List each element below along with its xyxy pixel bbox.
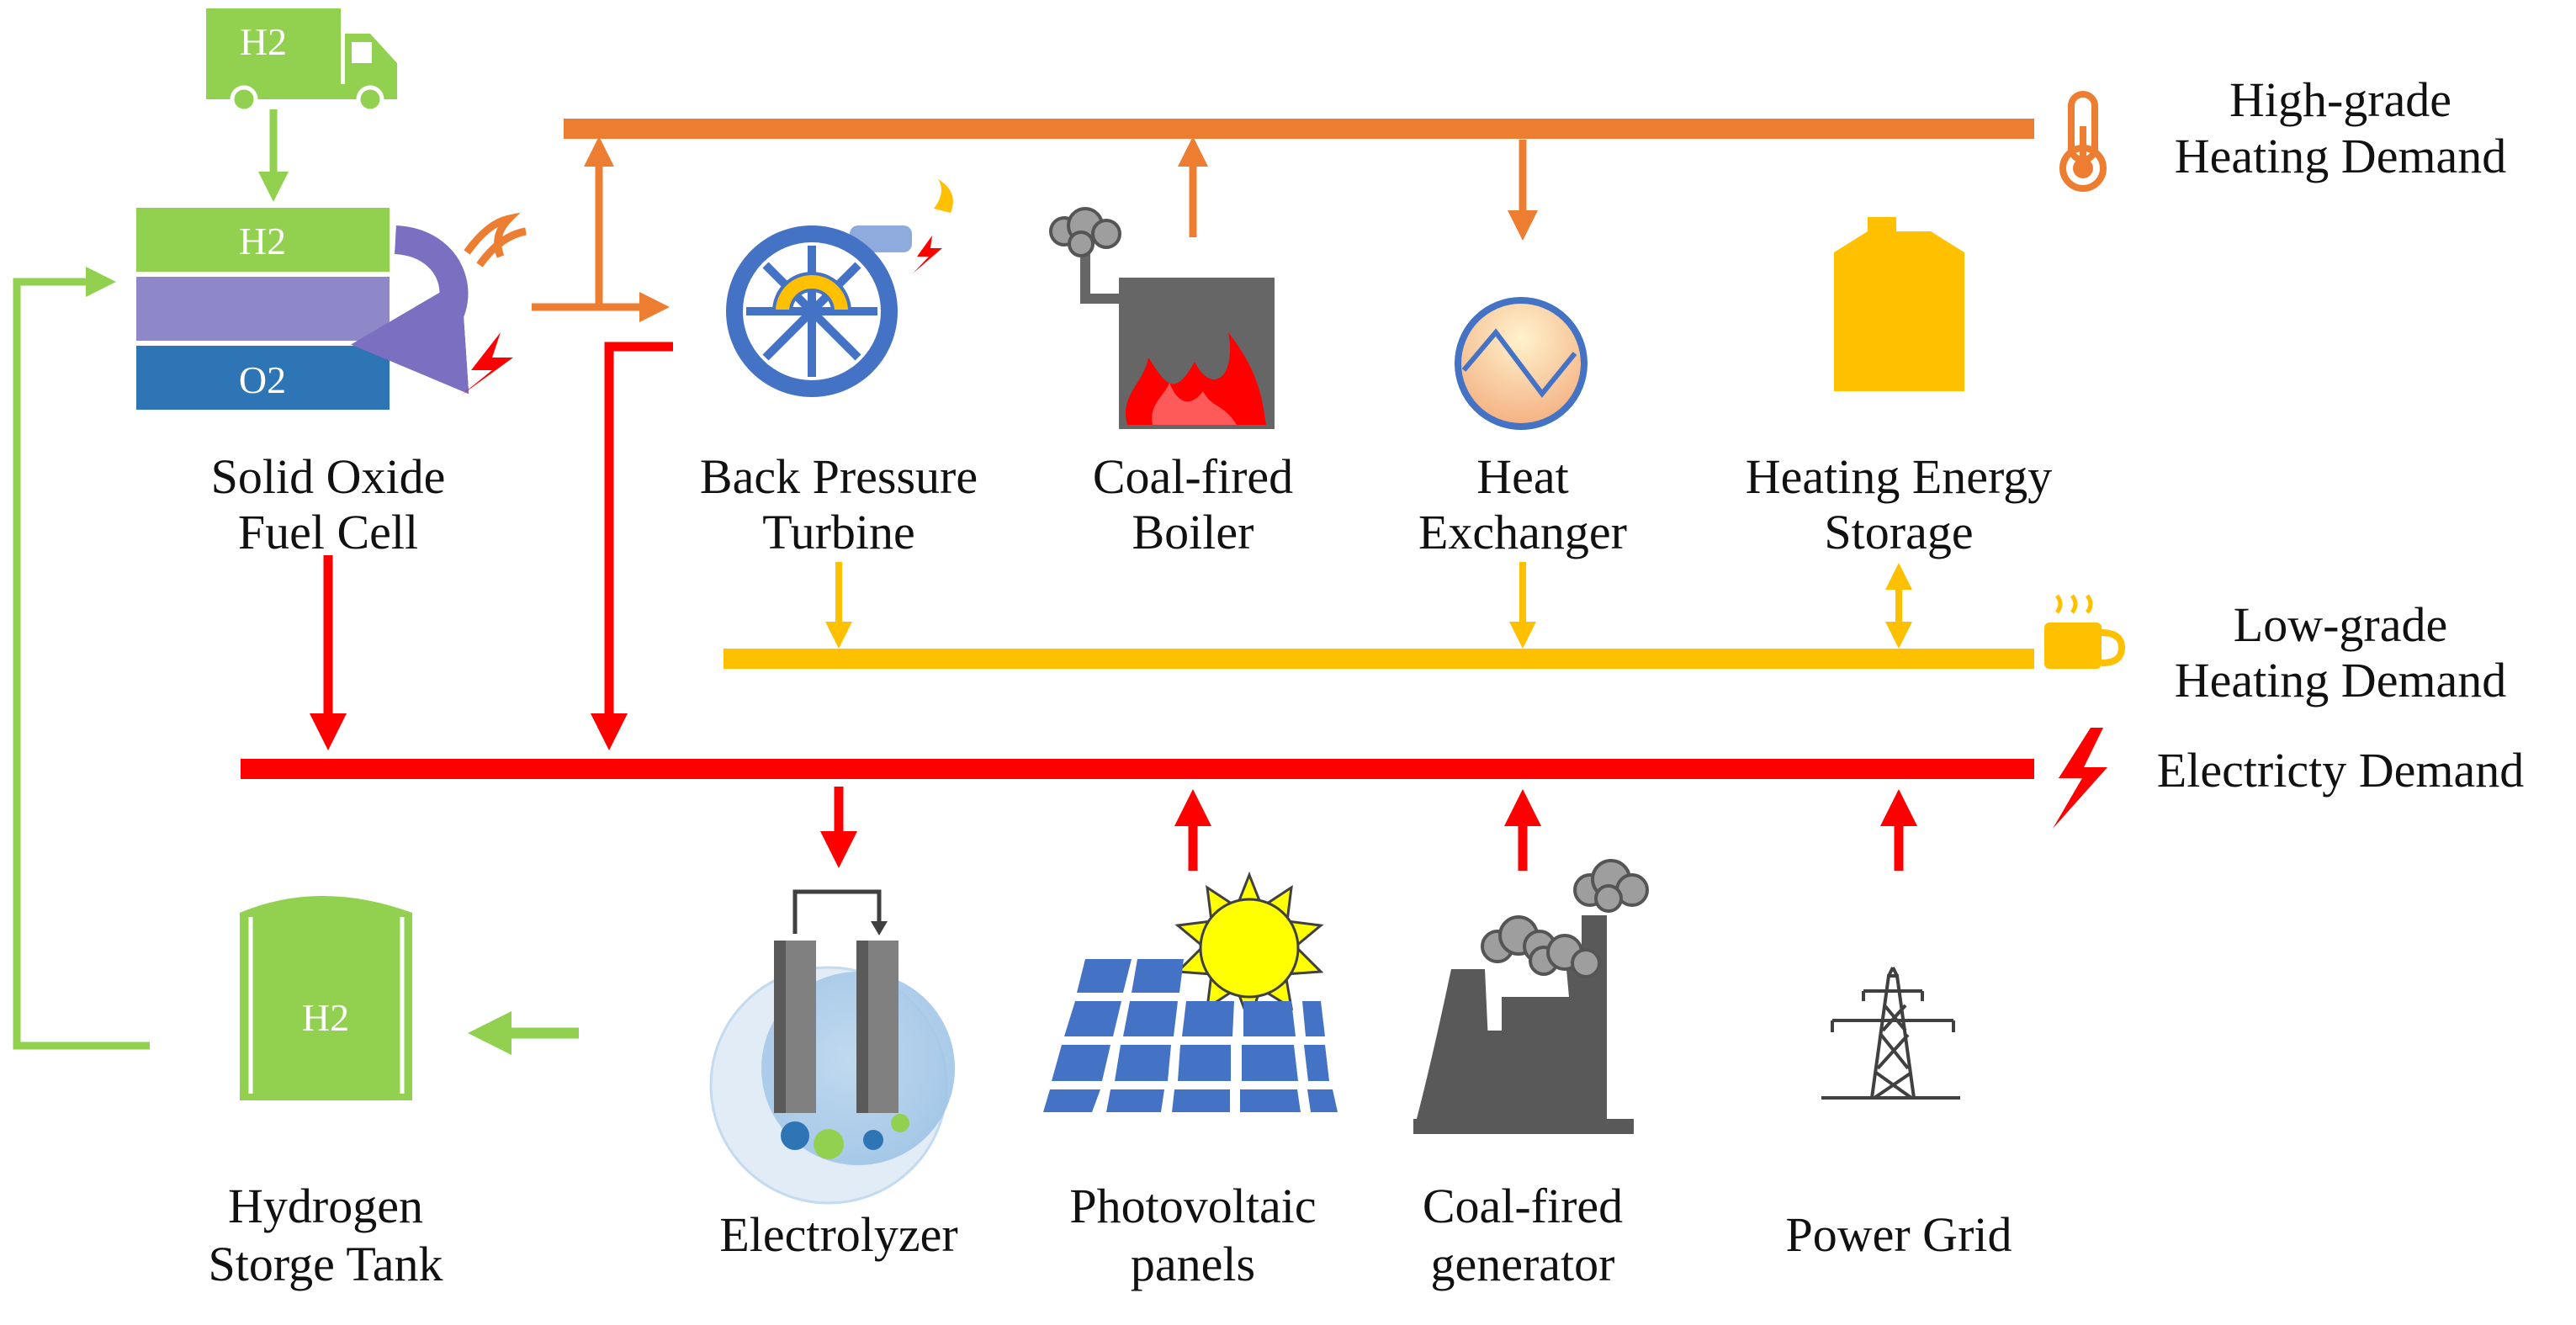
turbine-to-electricity-arrow [591, 342, 673, 750]
steaming-cup-icon [2044, 594, 2126, 669]
heat-exchanger-icon [1455, 297, 1587, 430]
generator-label-line1: Coal-fired [1423, 1179, 1623, 1233]
sofc-label-line2: Fuel Cell [238, 505, 418, 559]
grid-label: Power Grid [1785, 1207, 2012, 1262]
sofc-cycle-arrow [351, 225, 469, 395]
hydrogen-tank-icon: H2 [240, 896, 412, 1100]
sofc-o2-layer [133, 342, 393, 413]
storage-label-line1: Heating Energy [1746, 449, 2053, 504]
power-plant-icon [1413, 859, 1649, 1134]
sofc-o2-text: O2 [239, 358, 286, 401]
exchanger-label-line2: Exchanger [1418, 505, 1627, 559]
heat-storage-tank-icon [1834, 217, 1964, 391]
sofc-label-line1: Solid Oxide [211, 449, 446, 504]
h2-tank-label-line2: Storge Tank [209, 1237, 443, 1291]
transmission-tower-icon [1821, 967, 1960, 1100]
boiler-icon [1049, 207, 1275, 429]
pv-label-line2: panels [1131, 1237, 1255, 1291]
storage-label-line2: Storage [1824, 505, 1973, 559]
boiler-label-line2: Boiler [1132, 505, 1254, 559]
solar-panel-icon [1043, 871, 1338, 1112]
exchanger-label-line1: Heat [1476, 449, 1569, 504]
boiler-label-line1: Coal-fired [1093, 449, 1293, 504]
electrolyzer-icon [709, 889, 955, 1205]
sun-icon [1174, 871, 1324, 1026]
sofc-icon: H2 O2 [133, 204, 527, 413]
electrolyzer-label: Electrolyzer [719, 1207, 957, 1262]
lightning-icon [2053, 728, 2107, 829]
thermometer-icon [2059, 91, 2107, 192]
truck-h2-text: H2 [240, 20, 287, 63]
sofc-middle-layer [133, 273, 393, 344]
hydrogen-truck-icon: H2 [206, 8, 397, 114]
high-grade-label-line2: Heating Demand [2175, 129, 2507, 183]
electricity-demand-label: Electricty Demand [2157, 743, 2524, 798]
tank-to-sofc-loop-arrow [13, 267, 150, 1050]
sofc-lightning-icon [461, 332, 513, 395]
sofc-heat-flame-icon [464, 212, 527, 268]
sofc-h2-text: H2 [239, 220, 286, 262]
generator-label-line2: generator [1431, 1237, 1615, 1291]
low-grade-label-line2: Heating Demand [2175, 653, 2507, 708]
turbine-label-line1: Back Pressure [700, 449, 978, 504]
tank-h2-text: H2 [302, 996, 349, 1039]
turbine-icon [726, 179, 953, 397]
high-grade-label-line1: High-grade [2229, 72, 2451, 127]
low-grade-label-line1: Low-grade [2234, 597, 2447, 652]
h2-tank-label-line1: Hydrogen [228, 1179, 423, 1233]
pv-label-line1: Photovoltaic [1069, 1179, 1316, 1233]
sofc-h2-layer [133, 204, 393, 275]
turbine-label-line2: Turbine [762, 505, 915, 559]
